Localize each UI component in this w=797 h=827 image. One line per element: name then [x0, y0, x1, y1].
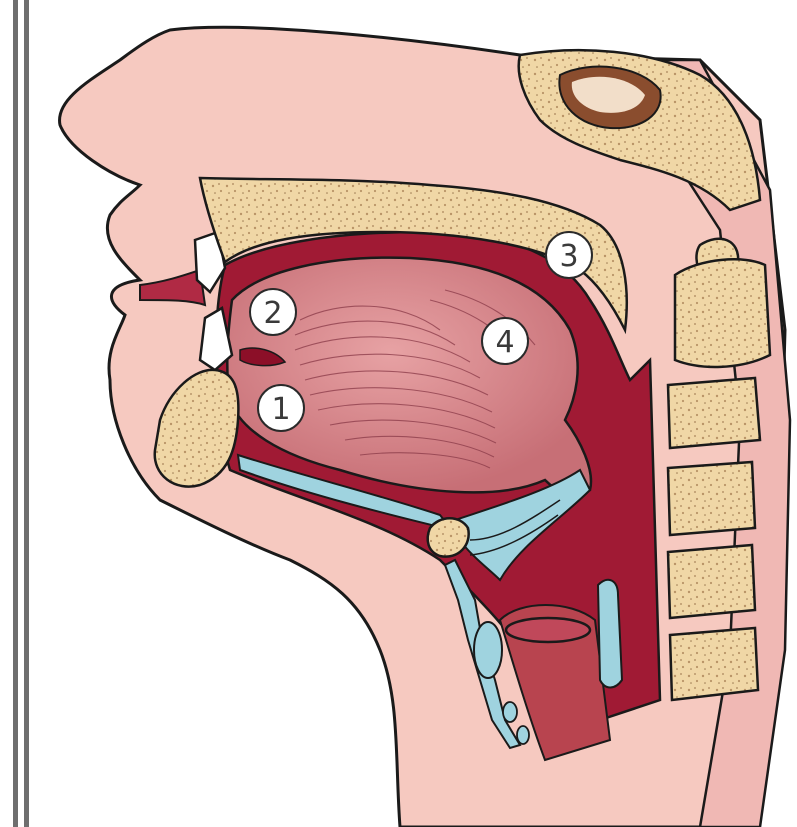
thyroid-cartilage	[474, 622, 502, 678]
vertebra	[668, 378, 760, 448]
marker-1-label: 1	[271, 392, 290, 427]
hyoid-bone	[428, 518, 469, 556]
tracheal-opening	[506, 618, 590, 642]
tracheal-ring	[503, 702, 517, 722]
vertebra	[675, 259, 770, 367]
marker-3-label: 3	[559, 239, 578, 274]
vertebra	[668, 462, 755, 535]
vertebra	[668, 545, 755, 618]
vocal-fold	[598, 580, 622, 688]
marker-2-label: 2	[263, 296, 282, 331]
vertebra	[670, 628, 758, 700]
marker-4-label: 4	[495, 325, 514, 360]
marker-4: 4	[482, 318, 528, 364]
tracheal-ring	[517, 726, 529, 744]
marker-2: 2	[250, 289, 296, 335]
marker-1: 1	[258, 385, 304, 431]
marker-3: 3	[546, 232, 592, 278]
